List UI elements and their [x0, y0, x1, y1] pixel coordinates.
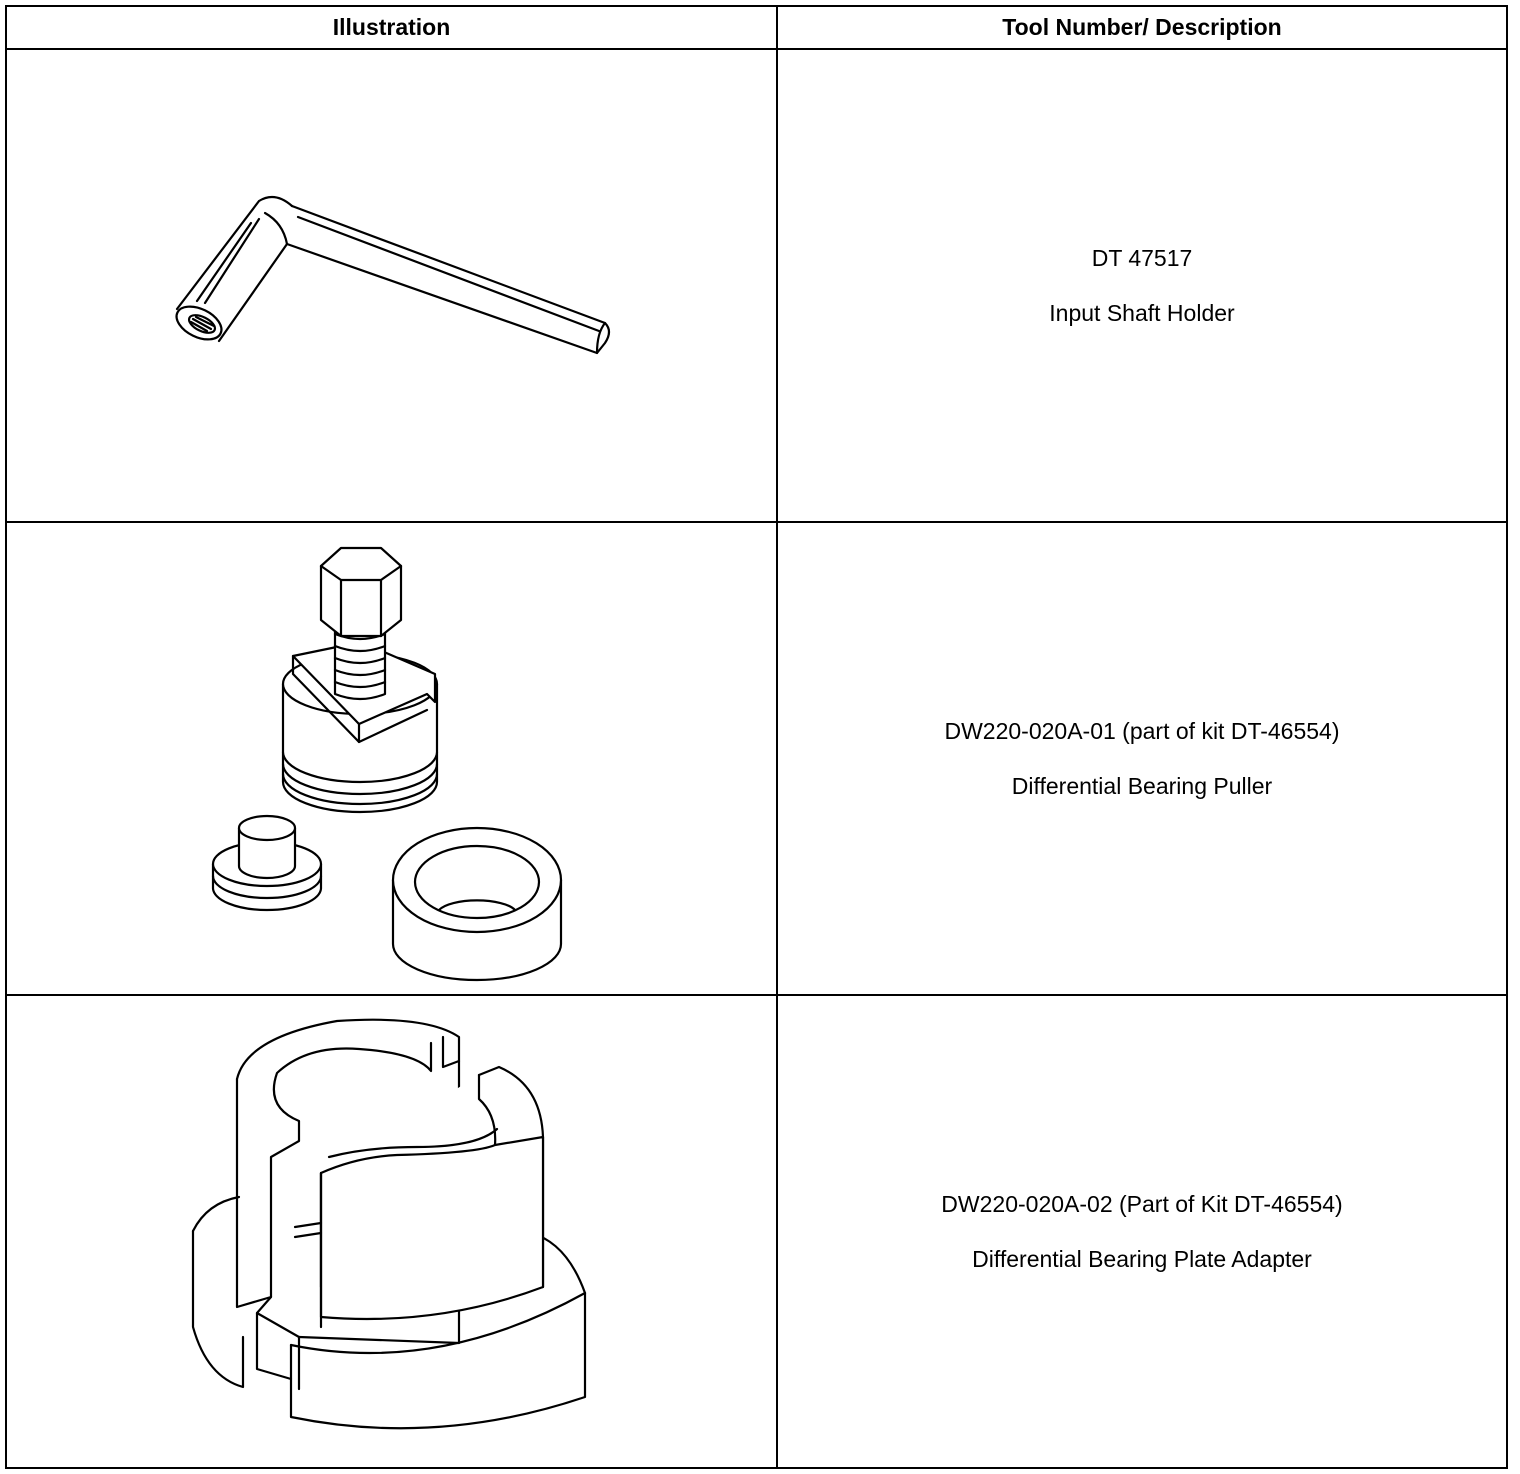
description-cell: DW220-020A-02 (Part of Kit DT-46554) Dif… [776, 994, 1508, 1469]
header-illustration: Illustration [5, 5, 778, 50]
description-cell: DW220-020A-01 (part of kit DT-46554) Dif… [776, 521, 1508, 996]
table-row: DW220-020A-01 (part of kit DT-46554) Dif… [5, 521, 1508, 996]
special-tools-table: Illustration Tool Number/ Description [5, 5, 1508, 1469]
header-row: Illustration Tool Number/ Description [5, 5, 1508, 50]
plate-adapter-drawing [191, 1018, 587, 1430]
illustration-cell [5, 521, 778, 996]
tool-number: DT 47517 [1091, 245, 1193, 271]
tool-number: DW220-020A-01 (part of kit DT-46554) [944, 718, 1340, 744]
description-cell: DT 47517 Input Shaft Holder [776, 48, 1508, 523]
table-row: DT 47517 Input Shaft Holder [5, 48, 1508, 523]
tool-name: Differential Bearing Plate Adapter [972, 1246, 1312, 1272]
tool-name: Differential Bearing Puller [1011, 773, 1273, 799]
table-row: DW220-020A-02 (Part of Kit DT-46554) Dif… [5, 994, 1508, 1469]
header-tool-description: Tool Number/ Description [776, 5, 1508, 50]
illustration-cell [5, 994, 778, 1469]
bearing-puller-drawing [211, 546, 563, 982]
input-shaft-holder-drawing [175, 195, 611, 355]
tool-name: Input Shaft Holder [1049, 300, 1235, 326]
tool-number: DW220-020A-02 (Part of Kit DT-46554) [941, 1191, 1343, 1217]
illustration-cell [5, 48, 778, 523]
